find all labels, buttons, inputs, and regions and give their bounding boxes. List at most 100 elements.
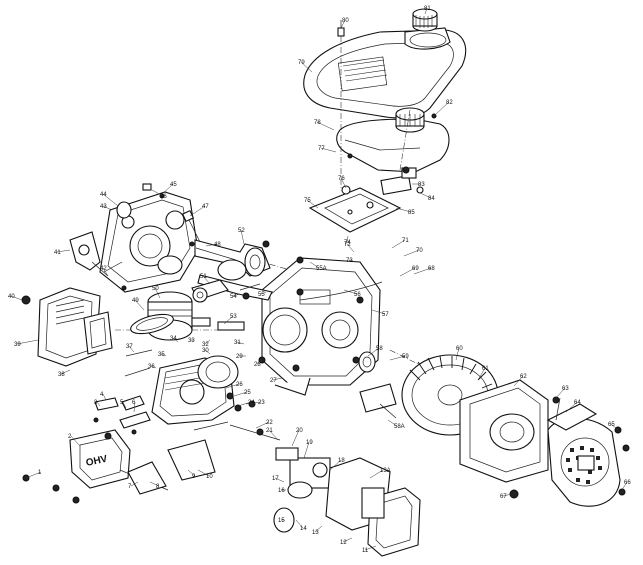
callout-7: 7 [128, 484, 132, 490]
leader-line-79 [300, 61, 313, 73]
ohv-emblem: OHV [85, 454, 109, 469]
leader-line-34 [172, 337, 179, 343]
leader-line-84 [417, 191, 432, 199]
leader-line-43 [102, 205, 113, 211]
leader-line-36 [150, 365, 157, 369]
callout-35: 35 [158, 352, 165, 358]
callout-40: 40 [8, 294, 15, 300]
callout-3: 3 [94, 400, 98, 406]
leader-line-85 [395, 207, 412, 213]
callout-61: 61 [482, 366, 489, 372]
fuel-tank [303, 27, 467, 119]
leader-line-31 [236, 341, 245, 345]
callout-69: 69 [412, 266, 419, 272]
bolt-46 [142, 183, 152, 191]
callout-8: 8 [156, 484, 160, 490]
leader-line-24 [237, 401, 252, 407]
crankcase-cover [99, 191, 199, 293]
leader-line-77 [320, 147, 337, 153]
leader-line-75 [306, 199, 319, 209]
engine-block [261, 257, 381, 396]
nut-40 [21, 295, 31, 305]
callout-84: 84 [428, 196, 435, 202]
callout-42: 42 [100, 266, 107, 272]
governor-arm [69, 231, 109, 277]
head-gasket [197, 355, 239, 389]
leader-line-80 [340, 19, 346, 29]
callout-78: 78 [314, 120, 321, 126]
connecting-rod [191, 279, 229, 303]
leader-line-47 [189, 205, 206, 217]
callout-12: 12 [340, 540, 347, 546]
leader-line-17 [274, 477, 285, 483]
callout-63: 63 [562, 386, 569, 392]
callout-16: 16 [278, 488, 285, 494]
leader-line-42 [102, 267, 109, 277]
leader-line-64 [565, 401, 578, 413]
wrist-pin [217, 321, 245, 331]
callout-32: 32 [202, 342, 209, 348]
leader-line-11 [364, 545, 377, 551]
leader-line-28 [256, 359, 263, 365]
callout-11: 11 [362, 548, 369, 554]
callout-4: 4 [100, 392, 104, 398]
callout-14: 14 [300, 526, 307, 532]
callout-26: 26 [236, 382, 243, 388]
leader-line-55 [260, 291, 267, 295]
callout-55a: 55A [316, 266, 327, 272]
callout-73: 73 [346, 258, 353, 264]
callout-36: 36 [148, 364, 155, 370]
leader-line-52 [240, 229, 245, 245]
callout-31: 31 [234, 340, 241, 346]
air-cleaner-box [325, 457, 421, 557]
callout-23: 23 [258, 400, 265, 406]
leader-line-23 [245, 401, 262, 405]
leader-line-19 [303, 441, 310, 459]
callout-57: 57 [382, 312, 389, 318]
air-filter-cover [37, 287, 101, 367]
callout-51: 51 [200, 274, 207, 280]
callout-17: 17 [272, 476, 279, 482]
callout-27: 27 [270, 378, 277, 384]
callout-52: 52 [238, 228, 245, 234]
leader-line-63 [555, 387, 566, 399]
leader-line-51 [202, 275, 211, 285]
callout-46: 46 [160, 194, 167, 200]
leader-line-70 [403, 249, 420, 257]
callout-47: 47 [202, 204, 209, 210]
callout-58a: 58A [394, 424, 405, 430]
callout-34: 34 [170, 336, 177, 342]
callout-56: 56 [354, 292, 361, 298]
leader-line-26 [225, 383, 240, 389]
callout-72: 72 [344, 242, 351, 248]
callout-66: 66 [624, 480, 631, 486]
callout-60: 60 [456, 346, 463, 352]
callout-19: 19 [306, 440, 313, 446]
dipstick [181, 209, 201, 243]
leader-line-4 [102, 393, 107, 401]
leader-line-71 [391, 239, 406, 249]
leader-line-65 [610, 423, 619, 431]
callout-25: 25 [244, 390, 251, 396]
callout-38: 38 [58, 372, 65, 378]
callout-22: 22 [266, 420, 273, 426]
callout-70: 70 [416, 248, 423, 254]
callout-64: 64 [574, 400, 581, 406]
leader-line-13 [314, 525, 323, 533]
leader-line-22 [255, 421, 270, 429]
nut-65b [622, 444, 630, 452]
leader-line-5 [122, 401, 127, 409]
tank-mount-plate [308, 185, 402, 233]
callout-81: 81 [424, 6, 431, 12]
nut-67 [509, 489, 519, 499]
leader-line-53 [223, 315, 234, 325]
callout-67: 67 [500, 494, 507, 500]
leader-line-1 [25, 471, 42, 479]
leader-line-8 [149, 481, 160, 487]
leader-line-41 [56, 249, 71, 253]
callout-45: 45 [170, 182, 177, 188]
callout-37: 37 [126, 344, 133, 350]
callout-65: 65 [608, 422, 615, 428]
